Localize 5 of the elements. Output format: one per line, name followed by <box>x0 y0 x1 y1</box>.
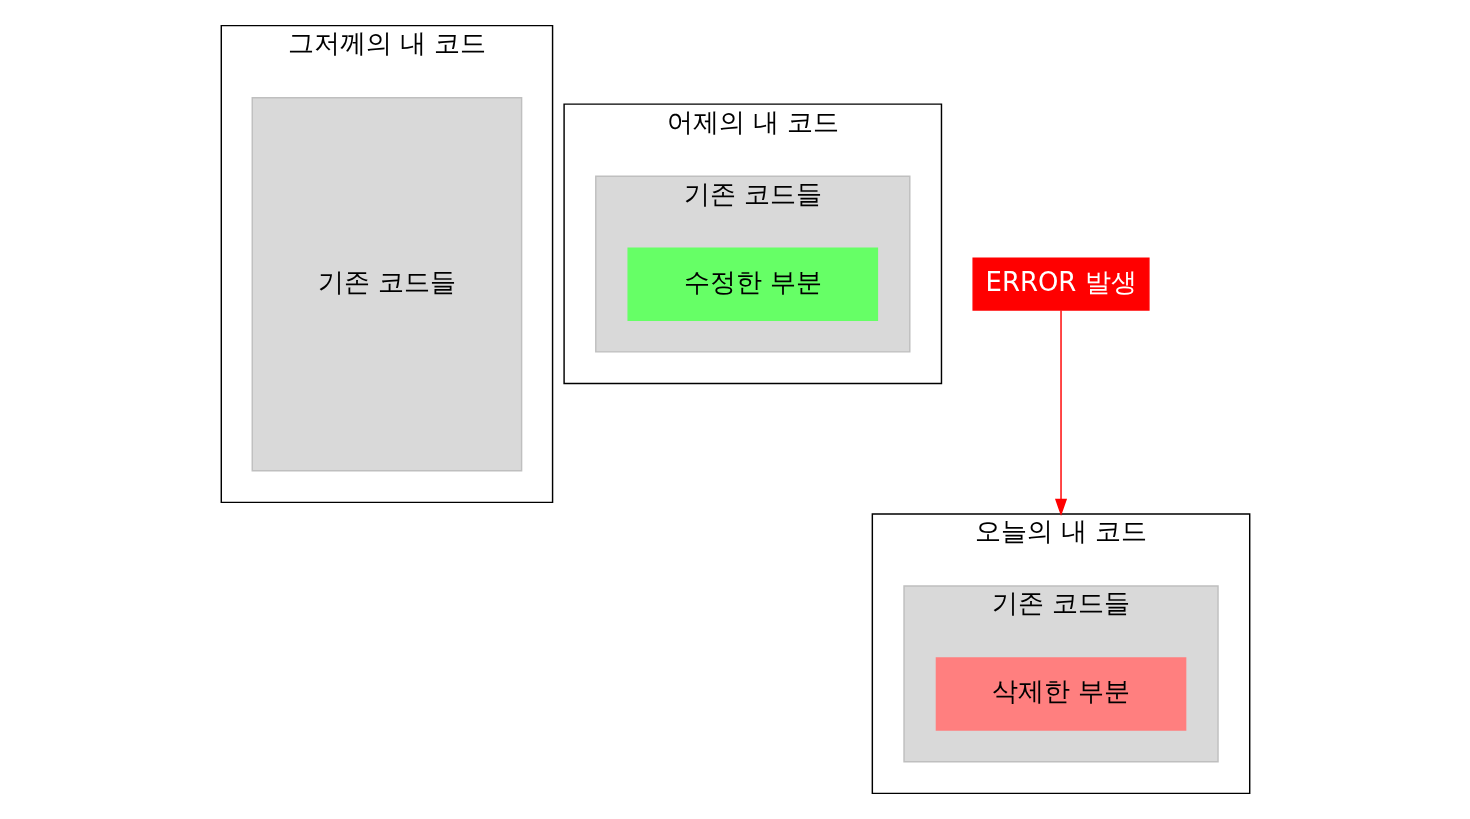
node-box: ERROR 발생 <box>971 257 1150 311</box>
node-box: 기존 코드들 <box>251 96 522 472</box>
node-box: 수정한 부분 <box>626 247 878 321</box>
node-box: 삭제한 부분 <box>935 657 1186 731</box>
arrow <box>1054 309 1067 517</box>
